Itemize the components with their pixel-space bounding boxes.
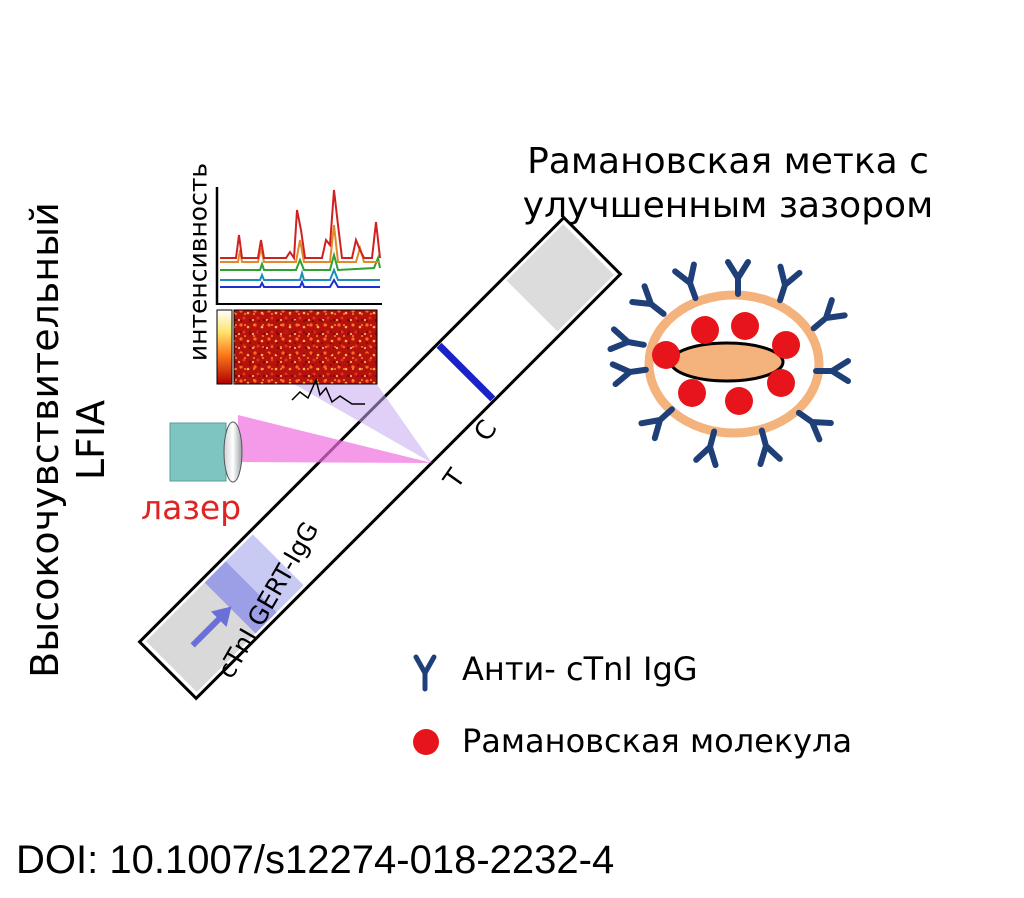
test-line: [436, 342, 496, 402]
lfia-title-line1: Высокочувствительный: [23, 202, 67, 678]
raman-map-texture: [234, 310, 377, 384]
raman-tag-particle: [607, 259, 851, 469]
doi-text: DOI: 10.1007/s12274-018-2232-4: [16, 838, 615, 882]
absorbent-pad: [506, 223, 615, 332]
red-dot-icon: [413, 729, 439, 755]
mini-spectrum: [291, 377, 365, 405]
spectrum-y-label: интенсивность: [183, 162, 213, 362]
particle-core: [669, 341, 785, 383]
flow-arrow-head: [211, 606, 232, 627]
raman-tag-title-line2: улучшенным зазором: [522, 185, 934, 226]
antibodies: [607, 259, 851, 469]
lfia-title-line2: LFIA: [69, 399, 113, 481]
conjugate-pad-light: [225, 534, 304, 613]
legend-antibody-label: Анти- cTnI IgG: [462, 650, 698, 688]
conjugate-pad-dark: [204, 561, 277, 634]
colorbar: [216, 309, 233, 385]
detection-cone: [292, 383, 432, 463]
laser-beam: [238, 415, 432, 463]
raman-tag-title: Рамановская метка с улучшенным зазором: [523, 140, 933, 228]
laser-label: лазер: [141, 488, 242, 527]
raman-tag-title-line1: Рамановская метка с: [527, 141, 929, 182]
lfia-title: Высокочувствительный LFIA: [22, 202, 114, 678]
laser-device-icon: [169, 422, 227, 482]
laser-lens: [223, 421, 243, 483]
antibody-icon: [413, 654, 437, 692]
legend-raman-molecule-label: Рамановская молекула: [462, 722, 853, 760]
raman-molecules: [652, 312, 800, 415]
spectra-lines: [220, 189, 381, 288]
flow-arrow-icon: [190, 612, 226, 648]
